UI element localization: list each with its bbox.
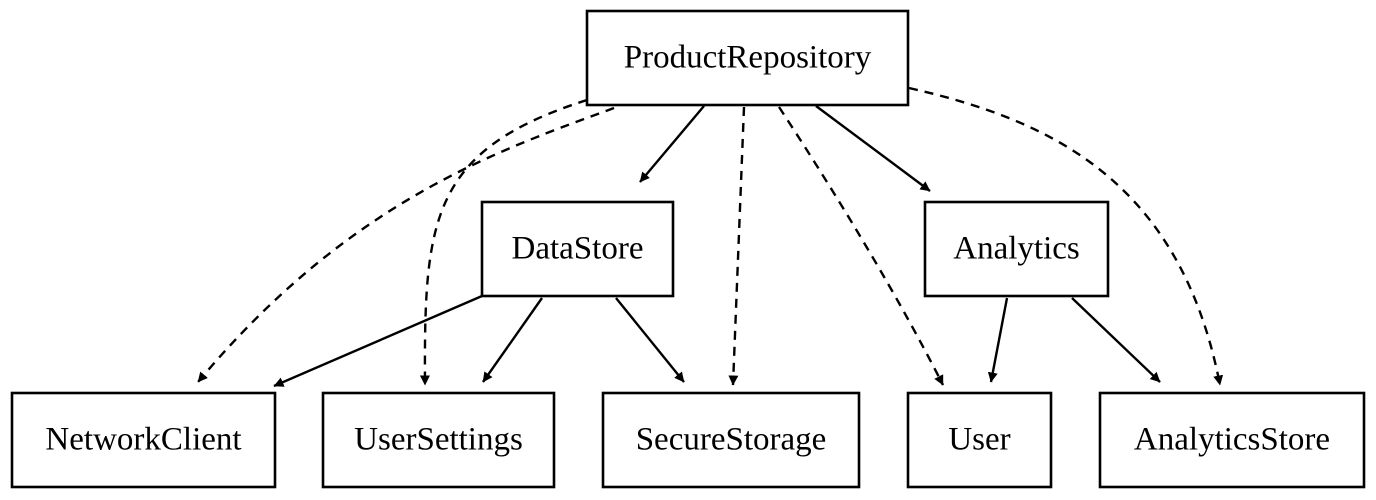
node-box [906, 391, 1053, 489]
edge-productrepository-to-analytics [815, 105, 931, 192]
nodes-layer: ProductRepository DataStore Analytics Ne… [10, 9, 1366, 489]
edges-layer [197, 86, 1224, 388]
node-usersettings[interactable]: UserSettings [321, 391, 556, 489]
node-label: UserSettings [354, 422, 523, 458]
node-box [923, 200, 1110, 298]
edge-datastore-to-networkclient [273, 294, 483, 388]
node-box [10, 391, 277, 489]
node-label: ProductRepository [624, 40, 872, 76]
node-box [585, 9, 910, 107]
node-datastore[interactable]: DataStore [480, 200, 675, 298]
node-networkclient[interactable]: NetworkClient [10, 391, 277, 489]
edge-productrepository-to-usersettings [419, 98, 588, 386]
node-user[interactable]: User [906, 391, 1053, 489]
node-label: SecureStorage [636, 422, 827, 458]
node-box [1098, 391, 1366, 489]
edge-productrepository-to-user [777, 106, 945, 386]
node-label: NetworkClient [45, 422, 241, 458]
edge-analytics-to-analyticsstore [1071, 297, 1161, 383]
edge-datastore-to-usersettings [482, 297, 543, 383]
node-label: DataStore [512, 231, 644, 267]
edge-productrepository-to-datastore [639, 105, 705, 183]
node-box [601, 391, 861, 489]
edge-datastore-to-securestorage [615, 297, 685, 383]
node-productrepository[interactable]: ProductRepository [585, 9, 910, 107]
node-box [480, 200, 675, 298]
edge-productrepository-to-securestorage [728, 106, 746, 386]
edge-productrepository-to-networkclient [197, 106, 615, 383]
edge-productrepository-to-analyticsstore [908, 86, 1224, 386]
node-box [321, 391, 556, 489]
node-analyticsstore[interactable]: AnalyticsStore [1098, 391, 1366, 489]
node-label: AnalyticsStore [1134, 422, 1330, 458]
node-label: User [948, 422, 1010, 458]
node-securestorage[interactable]: SecureStorage [601, 391, 861, 489]
node-analytics[interactable]: Analytics [923, 200, 1110, 298]
edge-analytics-to-user [987, 297, 1009, 383]
node-label: Analytics [953, 231, 1079, 267]
